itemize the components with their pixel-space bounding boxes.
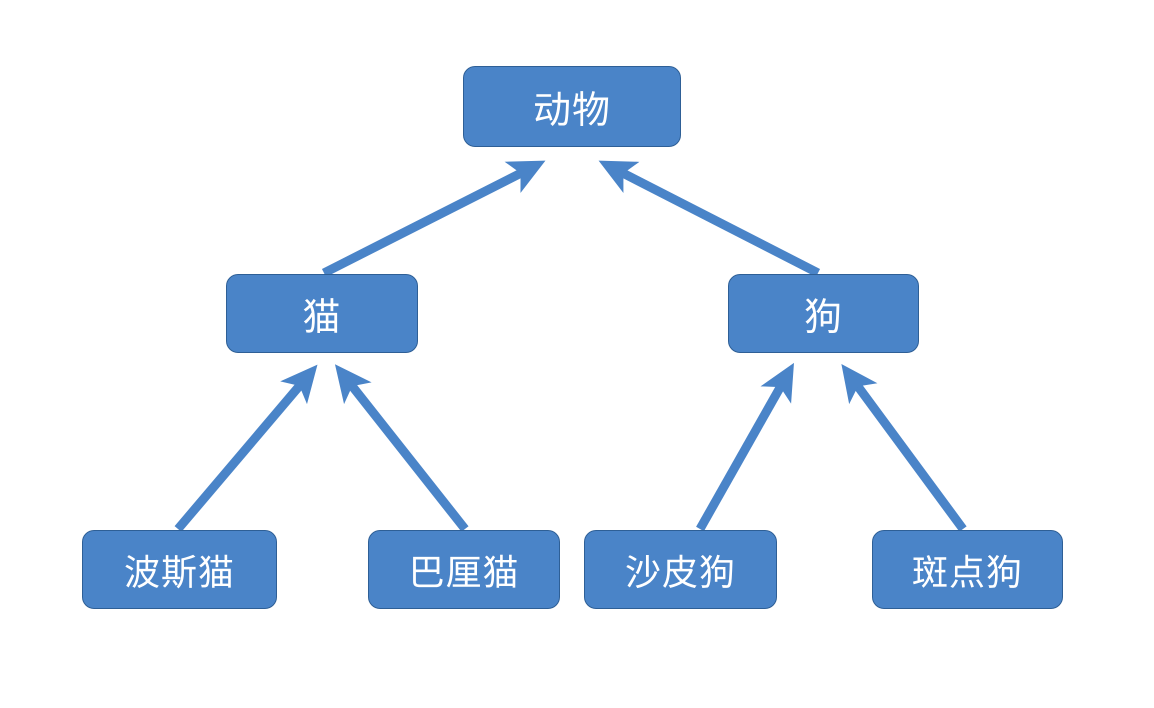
edge-dalmatian-dog xyxy=(841,363,967,532)
node-bali[interactable]: 巴厘猫 xyxy=(368,530,560,609)
node-label: 巴厘猫 xyxy=(408,552,520,593)
node-label: 沙皮狗 xyxy=(624,552,736,593)
node-label: 动物 xyxy=(532,90,611,132)
edge-sharpei-dog xyxy=(696,362,794,532)
node-label: 波斯猫 xyxy=(123,552,235,593)
node-animal[interactable]: 动物 xyxy=(463,66,681,147)
edge-cat-animal xyxy=(321,160,546,278)
edge-bali-cat xyxy=(334,364,469,532)
node-persian[interactable]: 波斯猫 xyxy=(82,530,277,609)
node-dalmat[interactable]: 斑点狗 xyxy=(872,530,1063,609)
node-label: 斑点狗 xyxy=(911,552,1023,593)
node-label: 狗 xyxy=(803,297,843,339)
edge-dog-animal xyxy=(598,160,821,278)
node-sharpei[interactable]: 沙皮狗 xyxy=(584,530,777,609)
edge-persian-cat xyxy=(174,364,318,532)
node-dog[interactable]: 狗 xyxy=(728,274,919,353)
node-cat[interactable]: 猫 xyxy=(226,274,418,353)
node-label: 猫 xyxy=(302,297,342,339)
